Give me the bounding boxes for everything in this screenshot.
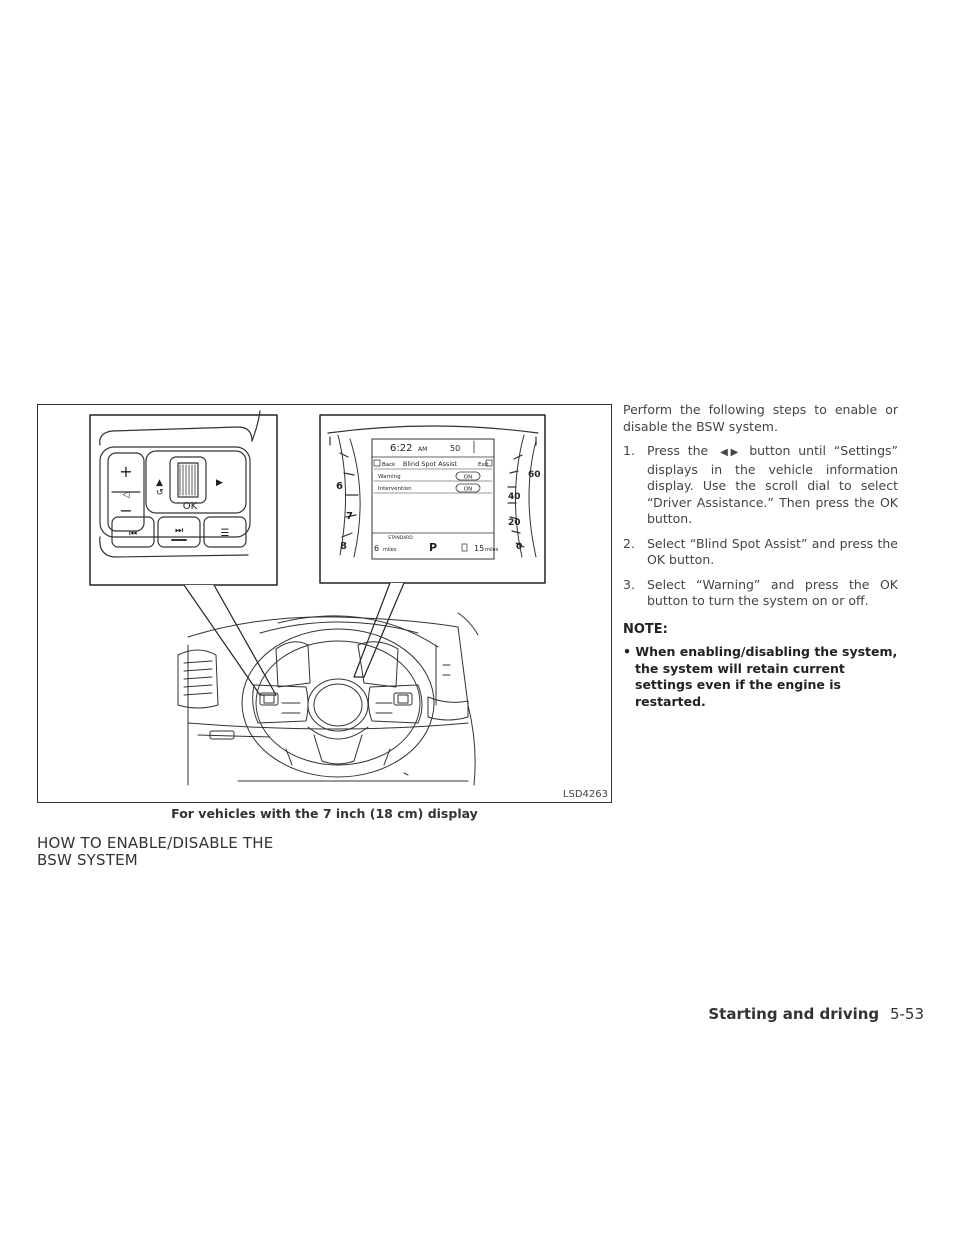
svg-text:−: −	[119, 501, 132, 520]
svg-text:ON: ON	[464, 487, 472, 493]
leader-right	[353, 582, 405, 678]
svg-text:20: 20	[508, 518, 521, 528]
svg-text:50: 50	[450, 444, 460, 453]
heading-line-1: HOW TO ENABLE/DISABLE THE	[37, 834, 274, 853]
svg-text:miles: miles	[383, 547, 397, 553]
svg-text:AM: AM	[418, 446, 427, 453]
note-label: NOTE:	[623, 621, 668, 637]
dashboard-drawing	[177, 612, 479, 786]
svg-text:ON: ON	[464, 475, 472, 481]
bullet-icon: •	[623, 644, 636, 659]
svg-text:8: 8	[340, 541, 347, 552]
meter-display-drawing: 6:22 AM 50 Back Blind Spot Assist Exit W…	[327, 425, 541, 560]
step-3: 3.Select “Warning” and press the OK butt…	[623, 576, 898, 609]
svg-text:40: 40	[508, 492, 521, 502]
svg-text:60: 60	[528, 470, 541, 480]
ok-label: OK	[183, 501, 198, 512]
svg-text:+: +	[119, 462, 132, 481]
svg-text:Back: Back	[382, 462, 396, 468]
section-heading: HOW TO ENABLE/DISABLE THE BSW SYSTEM	[37, 835, 273, 869]
note-bullet: • When enabling/disabling the system, th…	[623, 644, 898, 709]
switch-inset	[89, 414, 278, 586]
svg-text:Warning: Warning	[378, 474, 401, 480]
svg-text:☰: ☰	[221, 528, 230, 539]
svg-text:STANDARD: STANDARD	[388, 535, 413, 541]
heading-line-2: BSW SYSTEM	[37, 851, 138, 870]
page-footer: Starting and driving 5-53	[708, 1005, 924, 1023]
svg-text:◁: ◁	[123, 490, 130, 500]
svg-text:6: 6	[336, 481, 343, 492]
svg-text:0: 0	[516, 542, 522, 552]
svg-text:6: 6	[374, 544, 379, 553]
left-right-arrows-icon: ◀▶	[716, 447, 742, 458]
step-2: 2.Select “Blind Spot Assist” and press t…	[623, 535, 898, 568]
svg-text:7: 7	[346, 511, 353, 522]
illustration: + − ◁ ▲ ↺ ▶ OK ⏮ ⏭ ☰ 6:22 AM	[89, 410, 546, 786]
svg-text:⏮: ⏮	[129, 529, 137, 539]
footer-section: Starting and driving	[708, 1005, 880, 1023]
display-inset	[319, 414, 546, 584]
svg-text:Blind Spot Assist: Blind Spot Assist	[403, 460, 458, 468]
svg-text:▲: ▲	[156, 478, 163, 488]
intro-paragraph: Perform the following steps to enable or…	[623, 402, 898, 434]
step-1: 1.Press the◀▶button until “Settings” dis…	[623, 443, 899, 526]
page-number: 5-53	[889, 1005, 924, 1023]
svg-text:Intervention: Intervention	[378, 486, 412, 492]
svg-text:6:22: 6:22	[390, 443, 412, 454]
body-text: Perform the following steps to enable or…	[623, 402, 898, 710]
svg-text:P: P	[429, 541, 437, 554]
svg-text:15: 15	[474, 544, 484, 553]
svg-text:↺: ↺	[156, 488, 164, 498]
svg-text:miles: miles	[485, 547, 499, 553]
figure-caption: For vehicles with the 7 inch (18 cm) dis…	[171, 806, 478, 821]
svg-text:▶: ▶	[216, 478, 223, 488]
figure: + − ◁ ▲ ↺ ▶ OK ⏮ ⏭ ☰ 6:22 AM	[37, 404, 612, 803]
steering-switch-drawing: + − ◁ ▲ ↺ ▶ OK ⏮ ⏭ ☰	[99, 410, 261, 558]
svg-text:Exit: Exit	[478, 462, 489, 468]
figure-code: LSD4263	[562, 789, 608, 800]
svg-text:⏭: ⏭	[175, 526, 183, 536]
